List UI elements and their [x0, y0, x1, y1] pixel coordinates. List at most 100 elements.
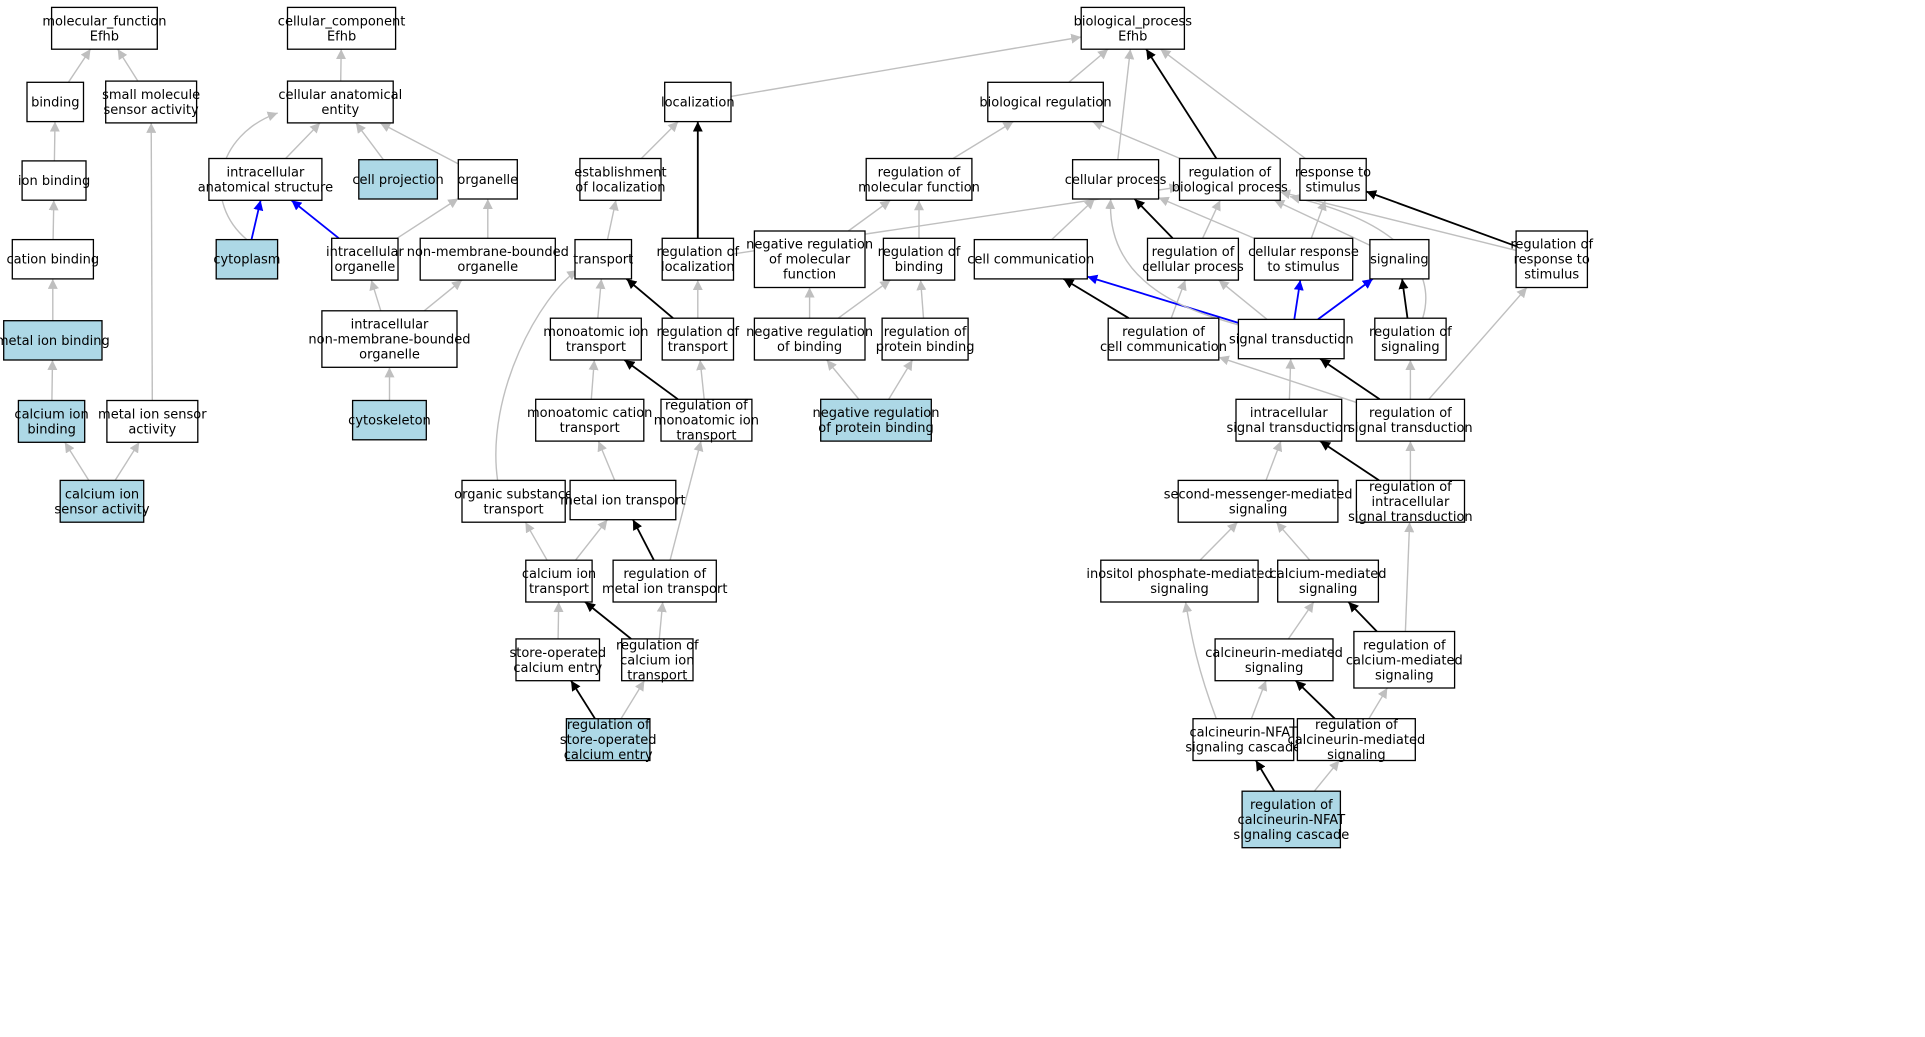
term-node-label: entity — [321, 103, 359, 118]
term-node-bio-reg[interactable]: biological regulation — [979, 81, 1112, 123]
term-node-label: signal transduction — [1227, 421, 1352, 436]
term-node-label: non-membrane-bounded — [407, 245, 569, 260]
term-node-organelle[interactable]: organelle — [457, 159, 518, 200]
term-node-localization[interactable]: localization — [661, 81, 735, 123]
term-node-transport[interactable]: transport — [573, 238, 633, 280]
term-node-label: binding — [27, 422, 75, 437]
term-node-cytoplasm[interactable]: cytoplasm — [213, 238, 280, 280]
term-node-sig-trans[interactable]: signal transduction — [1229, 318, 1354, 360]
edge-regulates-reg_cell_proc-to-cellular_process — [1133, 198, 1174, 239]
term-node-box — [882, 237, 956, 281]
term-node-ion-binding[interactable]: ion binding — [18, 160, 90, 201]
term-node-inmbo[interactable]: intracellularnon-membrane-boundedorganel… — [308, 310, 471, 368]
term-node-label: protein binding — [876, 340, 975, 355]
edge-is-a-reg_bio_proc-to-bio_reg — [1092, 120, 1181, 160]
term-node-label: regulation of — [878, 165, 961, 180]
term-node-label: regulation of — [1122, 325, 1205, 340]
term-node-label: signal transduction — [1229, 333, 1354, 348]
edge-is-a-ca_med-to-sec_msg — [1275, 521, 1311, 561]
edge-is-a-organelle-to-cae — [379, 122, 459, 165]
term-node-label: localization — [661, 260, 735, 275]
term-node-box — [660, 398, 753, 442]
term-node-label: organelle — [457, 173, 518, 188]
term-node-cellular-process[interactable]: cellular process — [1065, 159, 1167, 200]
term-node-cytoskeleton[interactable]: cytoskeleton — [348, 399, 431, 441]
term-node-label: activity — [128, 422, 176, 437]
term-node-label: regulation of — [1152, 245, 1235, 260]
term-node-metal-ion-transport[interactable]: metal ion transport — [560, 479, 686, 521]
term-node-binding[interactable]: binding — [26, 81, 85, 123]
term-node-label: inositol phosphate-mediated — [1086, 567, 1272, 582]
term-node-label: intracellular — [227, 165, 305, 180]
term-node-signaling[interactable]: signaling — [1369, 238, 1430, 280]
edge-regulates-reg_cn_nfat-to-cn_nfat — [1255, 760, 1276, 792]
term-node-label: transport — [676, 429, 736, 444]
term-node-label: calcium entry — [513, 661, 602, 676]
term-node-box — [1146, 237, 1240, 281]
term-node-metal-ion-binding[interactable]: metal ion binding — [0, 320, 110, 361]
edge-is-a-mono_cation_transport-to-mono_ion_transport — [588, 359, 599, 400]
term-node-label: ion binding — [18, 174, 90, 189]
edge-regulates-reg_calcineurin_med-to-calcineurin_med — [1294, 679, 1336, 720]
edge-is-a-org_sub_transport-to-transport — [495, 269, 578, 481]
term-node-label: signaling cascade — [1233, 828, 1349, 843]
edge-is-a-reg_calcineurin_med-to-reg_ca_med — [1368, 687, 1388, 720]
term-node-cell-projection[interactable]: cell projection — [352, 159, 444, 200]
term-node-box — [59, 479, 145, 523]
term-node-reg-calcineurin-med[interactable]: regulation ofcalcineurin-mediatedsignali… — [1288, 718, 1426, 763]
term-node-box — [621, 638, 694, 682]
term-node-box — [574, 238, 633, 280]
term-node-box — [1353, 630, 1456, 689]
edge-is-a-reg_prot_binding-to-reg_binding — [916, 280, 927, 319]
term-node-cell-comm[interactable]: cell communication — [967, 238, 1094, 280]
term-node-box — [351, 399, 427, 441]
term-node-cation-binding[interactable]: cation binding — [6, 238, 99, 280]
